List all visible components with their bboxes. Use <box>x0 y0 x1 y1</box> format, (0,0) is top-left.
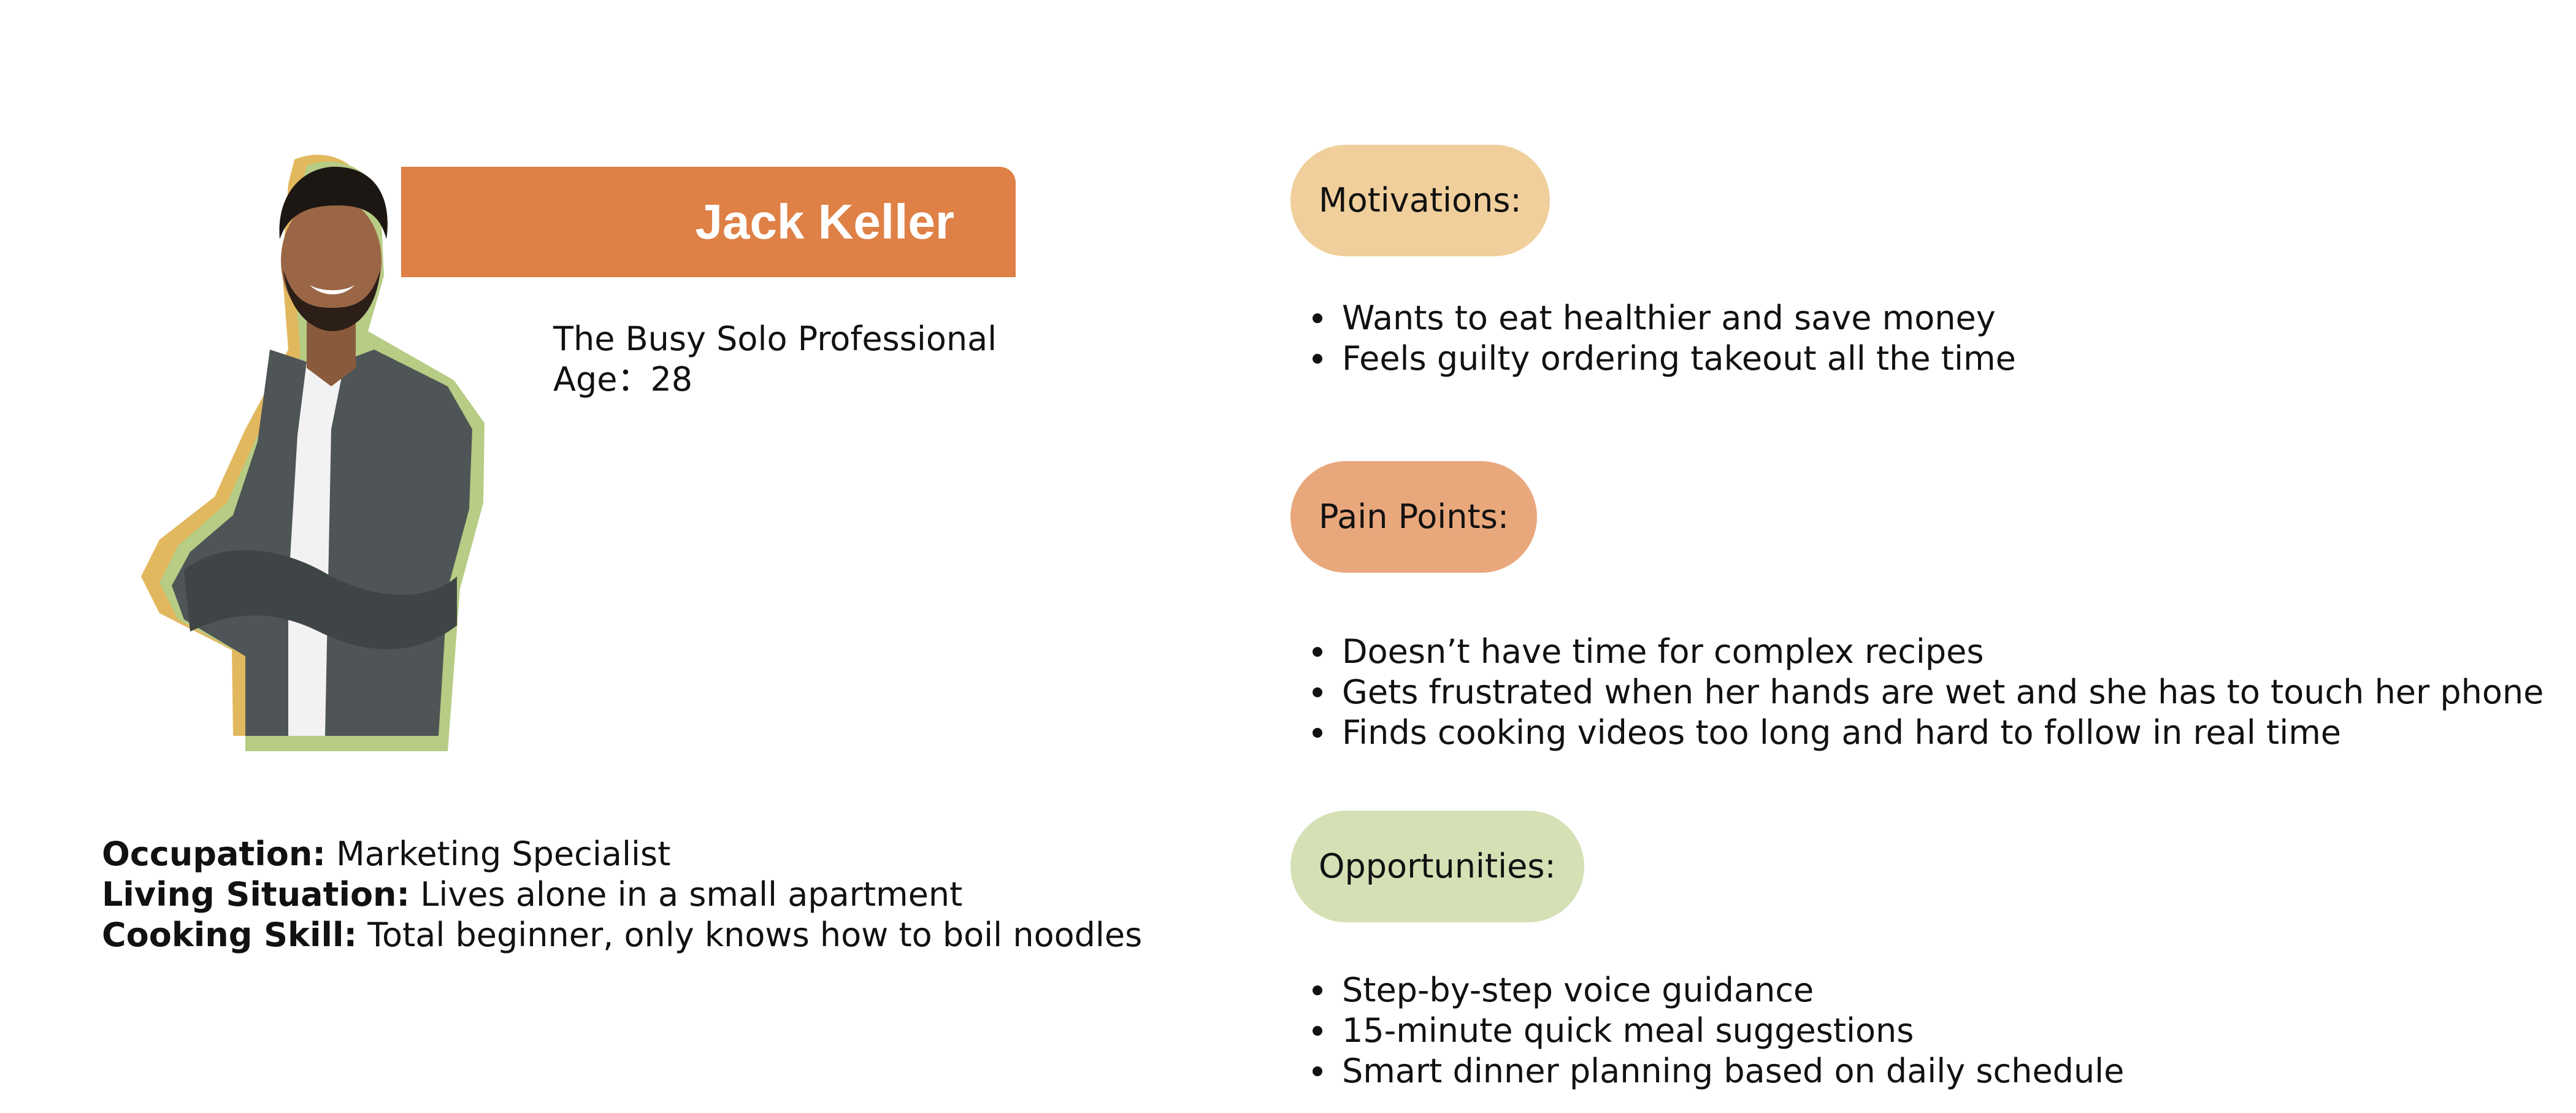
detail-label: Living Situation: <box>102 875 410 914</box>
persona-age: Age：28 <box>553 360 693 399</box>
list-item: Wants to eat healthier and save money <box>1313 298 2016 338</box>
persona-summary: The Busy Solo Professional Age：28 <box>553 319 997 400</box>
opportunities-heading: Opportunities: <box>1290 811 1584 922</box>
list-item: Gets frustrated when her hands are wet a… <box>1312 673 2544 711</box>
detail-value: Total beginner, only knows how to boil n… <box>357 916 1143 954</box>
motivations-list: Wants to eat healthier and save money Fe… <box>1306 298 2016 379</box>
portrait-face <box>281 196 381 325</box>
list-item: Finds cooking videos too long and hard t… <box>1312 713 2543 753</box>
detail-living-situation: Living Situation: Lives alone in a small… <box>102 874 1142 915</box>
persona-portrait <box>141 155 485 751</box>
list-item: 15-minute quick meal suggestions <box>1312 1011 2124 1051</box>
portrait-beard <box>283 270 380 331</box>
detail-value: Lives alone in a small apartment <box>410 875 963 914</box>
portrait-hair <box>279 166 388 239</box>
detail-occupation: Occupation: Marketing Specialist <box>102 834 1142 874</box>
persona-title: The Busy Solo Professional <box>553 319 997 358</box>
opportunities-list: Step-by-step voice guidance 15-minute qu… <box>1306 970 2124 1092</box>
name-banner: Jack Keller <box>401 167 1016 277</box>
pain-points-heading: Pain Points: <box>1290 461 1538 573</box>
portrait-tshirt <box>288 362 343 736</box>
motivations-heading: Motivations: <box>1290 145 1550 256</box>
list-item: Smart dinner planning based on daily sch… <box>1312 1052 2125 1090</box>
detail-cooking-skill: Cooking Skill: Total beginner, only know… <box>102 915 1142 955</box>
pain-points-list: Doesn’t have time for complex recipes Ge… <box>1306 632 2543 753</box>
detail-label: Occupation: <box>102 835 326 873</box>
persona-name: Jack Keller <box>695 194 954 249</box>
persona-details: Occupation: Marketing Specialist Living … <box>102 834 1142 955</box>
list-item: Step-by-step voice guidance <box>1312 970 2124 1011</box>
detail-value: Marketing Specialist <box>325 835 671 873</box>
list-item: Doesn’t have time for complex recipes <box>1312 632 2543 672</box>
list-item: Feels guilty ordering takeout all the ti… <box>1313 339 2016 378</box>
portrait-smile <box>310 285 355 294</box>
detail-label: Cooking Skill: <box>102 916 358 954</box>
portrait-arms <box>184 550 457 649</box>
